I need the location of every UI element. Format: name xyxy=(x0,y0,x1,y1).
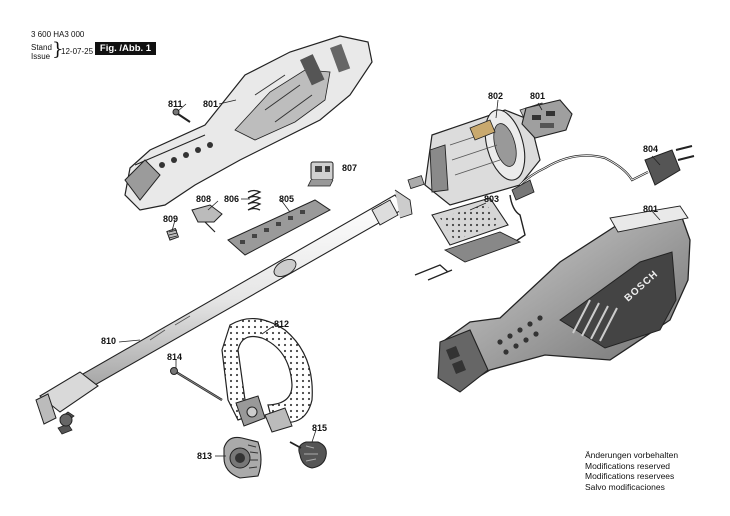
label-801-cover: 801 xyxy=(530,91,545,101)
label-805: 805 xyxy=(279,194,294,204)
label-803: 803 xyxy=(484,194,499,204)
label-810: 810 xyxy=(101,336,116,346)
note-english: Modifications reserved xyxy=(585,460,671,471)
figure-label: Fig. /Abb. 1 xyxy=(95,42,156,55)
label-809: 809 xyxy=(163,214,178,224)
issue-date: 12-07-25 xyxy=(61,47,94,56)
housing-half-left xyxy=(124,35,373,211)
knob-815 xyxy=(289,441,327,469)
screw-811 xyxy=(172,108,191,123)
spring-806 xyxy=(247,189,262,211)
note-spanish: Salvo modificaciones xyxy=(585,481,665,492)
label-802: 802 xyxy=(488,91,503,101)
rack-805 xyxy=(227,199,331,256)
switch-807 xyxy=(307,161,334,187)
cable-plug-804 xyxy=(509,145,695,246)
note-german: Änderungen vorbehalten xyxy=(585,450,679,460)
label-815: 815 xyxy=(312,423,327,433)
label-808: 808 xyxy=(196,194,211,204)
doc-number: 3 600 HA3 000 xyxy=(31,30,85,39)
label-811: 811 xyxy=(168,99,183,109)
clip-808 xyxy=(191,204,223,233)
stand-label: Stand xyxy=(31,43,52,52)
issue-label: Issue xyxy=(31,52,51,61)
brush-cover-801 xyxy=(521,99,573,139)
d-handle-812 xyxy=(221,318,313,433)
label-806: 806 xyxy=(224,194,239,204)
motor-802 xyxy=(407,102,549,206)
spring-809 xyxy=(166,227,180,241)
brace-symbol: } xyxy=(52,39,64,60)
label-804: 804 xyxy=(643,144,658,154)
label-813: 813 xyxy=(197,451,212,461)
clamp-813 xyxy=(223,436,262,479)
label-801-top: 801 xyxy=(203,99,218,109)
housing-half-right: BOSCH xyxy=(437,205,691,393)
label-801-housing: 801 xyxy=(643,204,658,214)
label-814: 814 xyxy=(167,352,182,362)
bolt-814 xyxy=(170,367,223,402)
shaft-810 xyxy=(35,189,413,435)
modification-notes: Änderungen vorbehalten Modifications res… xyxy=(585,450,678,492)
label-807: 807 xyxy=(342,163,357,173)
leader-lines xyxy=(118,99,661,457)
note-french: Modifications reservees xyxy=(585,471,675,481)
board-803 xyxy=(414,197,522,281)
label-812: 812 xyxy=(274,319,289,329)
